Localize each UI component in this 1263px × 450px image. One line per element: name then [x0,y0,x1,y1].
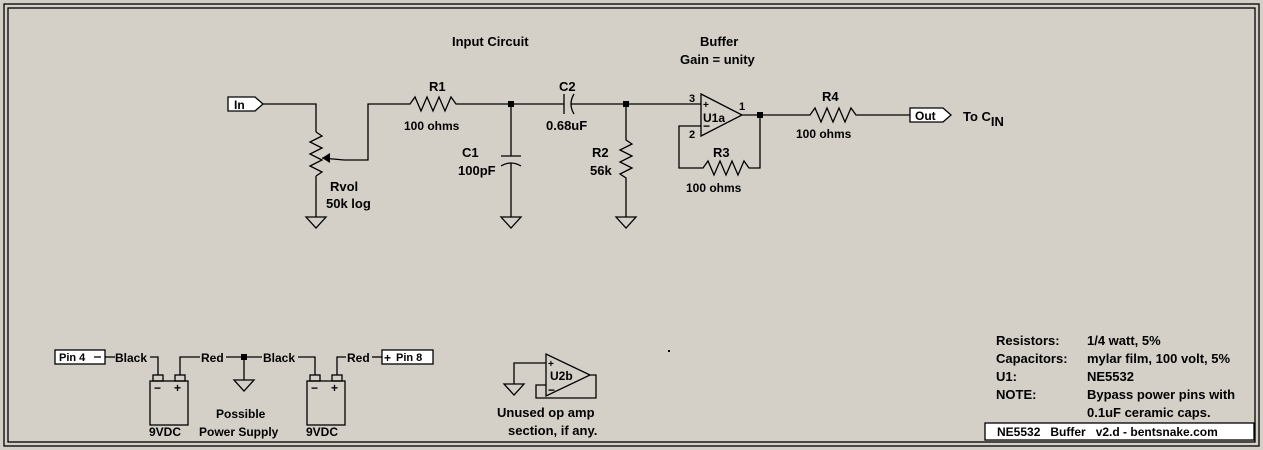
r2-value: 56k [590,163,612,178]
r4-resistor [760,106,910,124]
u1-minus-sign: − [703,119,710,133]
wire-red-2: Red [347,351,370,365]
c2-value: 0.68uF [546,118,587,133]
u1-opamp [700,92,744,138]
u1-plus-sign: + [703,100,709,111]
u1-pin-noninv: 3 [689,93,695,105]
in-port-label: In [234,98,245,112]
r1-value: 100 ohms [404,119,460,133]
battery-1: − + [149,374,189,426]
pin4-label: Pin 4 [59,352,86,364]
buffer-title: Buffer [700,34,738,49]
u1-key: U1: [996,369,1017,384]
pin8-box [381,349,434,365]
c1-capacitor [499,104,523,229]
r4-name: R4 [822,89,839,104]
pin8-label: Pin 8 [396,352,422,364]
c1-value: 100pF [458,163,496,178]
r2-name: R2 [592,145,609,160]
r4-value: 100 ohms [796,127,852,141]
wire-in-to-rvol [263,103,317,132]
out-port [909,107,952,123]
u1-pin-inv: 2 [689,129,695,141]
svg-text:−: − [311,381,318,395]
supply-label-2: Power Supply [199,425,279,439]
u2b-name: U2b [550,369,573,383]
u1-pin-out: 1 [739,101,745,113]
u2b-opamp: + − [502,352,597,399]
r1-name: R1 [429,79,446,94]
wire-black-2: Black [263,351,295,365]
r1-resistor [404,95,511,113]
u1-val: NE5532 [1087,369,1134,384]
unused-caption-1: Unused op amp [497,405,595,420]
r2-resistor [614,104,638,229]
inner-border [7,7,1256,443]
to-cin-label: To CIN [963,109,1004,129]
r3-resistor [678,115,761,177]
wire-red-1: Red [201,351,224,365]
battery-1-label: 9VDC [149,425,181,439]
rvol-name: Rvol [330,179,358,194]
c1-name: C1 [462,145,479,160]
resistors-key: Resistors: [996,333,1060,348]
title-block [984,422,1255,441]
rvol-potentiometer [304,103,404,229]
wire-black-1: Black [115,351,147,365]
buffer-gain: Gain = unity [680,52,756,67]
title-block-text: NE5532 Buffer v2.d - bentsnake.com [997,425,1218,439]
resistors-val: 1/4 watt, 5% [1087,333,1161,348]
r3-name: R3 [713,145,730,160]
svg-text:+: + [548,359,554,370]
note-line-2: 0.1uF ceramic caps. [1087,405,1211,420]
svg-text:+: + [174,381,181,395]
rvol-value: 50k log [326,196,371,211]
in-port [227,96,264,112]
supply-label-1: Possible [216,407,266,421]
r3-value: 100 ohms [686,181,742,195]
u1-name: U1a [703,111,725,125]
svg-text:+: + [331,381,338,395]
out-port-label: Out [915,109,936,123]
parts-notes: Resistors: 1/4 watt, 5% Capacitors: myla… [996,333,1235,420]
battery-2-label: 9VDC [306,425,338,439]
pin8-plus: + [384,351,391,365]
c2-capacitor [511,93,626,115]
capacitors-key: Capacitors: [996,351,1068,366]
supply-ground [232,379,256,392]
outer-border [3,3,1260,447]
svg-text:−: − [548,383,555,397]
capacitors-val: mylar film, 100 volt, 5% [1087,351,1231,366]
battery-2: − + [306,374,346,426]
stray-dot [668,350,670,352]
svg-text:−: − [154,381,161,395]
input-circuit-title: Input Circuit [452,34,529,49]
note-line-1: Bypass power pins with [1087,387,1235,402]
unused-caption-2: section, if any. [508,423,597,438]
note-key: NOTE: [996,387,1036,402]
c2-name: C2 [559,79,576,94]
